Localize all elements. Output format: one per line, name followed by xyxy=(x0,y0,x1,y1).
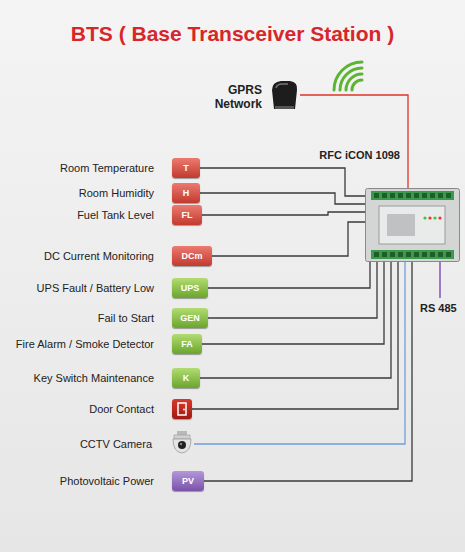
node-label: Room Temperature xyxy=(60,162,154,175)
node-label: Fail to Start xyxy=(98,312,154,325)
signal-wire xyxy=(200,168,365,196)
router-art xyxy=(268,80,300,110)
node-label: CCTV Camera xyxy=(80,438,152,451)
node-label: DC Current Monitoring xyxy=(44,250,154,263)
sensor-icon-box: Fuel Tank LevelFL xyxy=(172,205,202,225)
signal-wire xyxy=(200,193,365,204)
wifi-symbol xyxy=(334,62,362,90)
signal-wire xyxy=(192,262,398,409)
signal-wire xyxy=(212,222,365,256)
sensor-icon-box: Room HumidityH xyxy=(172,183,200,203)
rs485-line xyxy=(439,262,441,298)
door-art xyxy=(172,399,192,419)
signal-wire xyxy=(300,95,408,188)
signal-wire xyxy=(204,262,412,481)
node-label: RFC iCON 1098 xyxy=(319,149,400,162)
signal-wire xyxy=(194,262,405,444)
node-label: Photovoltaic Power xyxy=(60,475,154,488)
sensor-icon-box: Fail to StartGEN xyxy=(172,308,208,328)
ctrl-art xyxy=(365,188,460,262)
node-abbreviation: K xyxy=(172,368,200,388)
sensor-icon-box: Key Switch MaintenanceK xyxy=(172,368,200,388)
signal-wire xyxy=(208,262,377,318)
sensor-icon-box: DC Current MonitoringDCm xyxy=(172,246,212,266)
signal-wire xyxy=(200,262,391,378)
sensor-icon-box: UPS Fault / Battery LowUPS xyxy=(172,278,208,298)
door-contact-icon: Door Contact xyxy=(172,399,192,419)
node-abbreviation: H xyxy=(172,183,200,203)
gprs-router: GPRS Network xyxy=(268,80,300,110)
sensor-icon-box: Room TemperatureT xyxy=(172,158,200,178)
node-label: Room Humidity xyxy=(79,187,154,200)
node-abbreviation: FL xyxy=(172,205,202,225)
port-label: RS 485 xyxy=(420,302,457,314)
signal-wire xyxy=(202,212,365,215)
signal-wire xyxy=(202,262,384,344)
controller-box: RFC iCON 1098 xyxy=(365,188,460,262)
node-abbreviation: UPS xyxy=(172,278,208,298)
sensor-icon-box: Fire Alarm / Smoke DetectorFA xyxy=(172,334,202,354)
camera-art xyxy=(170,430,194,458)
node-abbreviation: FA xyxy=(172,334,202,354)
sensor-icon-box: Photovoltaic PowerPV xyxy=(172,471,204,491)
signal-wire xyxy=(208,262,370,288)
node-label: Fire Alarm / Smoke Detector xyxy=(16,338,154,351)
node-abbreviation: T xyxy=(172,158,200,178)
node-abbreviation: DCm xyxy=(172,246,212,266)
diagram-title: BTS ( Base Transceiver Station ) xyxy=(0,22,465,46)
node-label: Fuel Tank Level xyxy=(77,209,154,222)
node-abbreviation: PV xyxy=(172,471,204,491)
node-label: Key Switch Maintenance xyxy=(34,372,154,385)
node-abbreviation: GEN xyxy=(172,308,208,328)
node-label: UPS Fault / Battery Low xyxy=(37,282,154,295)
cctv-camera-icon: CCTV Camera xyxy=(170,430,194,458)
node-label: Door Contact xyxy=(89,403,154,416)
node-label: GPRS Network xyxy=(204,83,262,111)
